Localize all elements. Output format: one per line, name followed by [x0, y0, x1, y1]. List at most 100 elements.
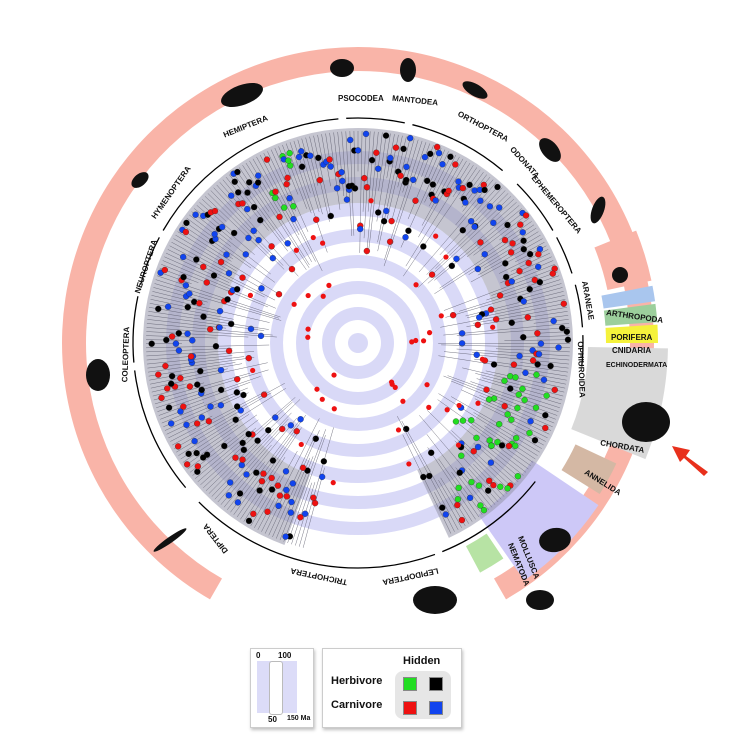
branch — [443, 267, 557, 311]
branch — [434, 227, 537, 294]
tip-node — [354, 147, 362, 154]
tip-node — [485, 487, 492, 494]
branch — [197, 397, 296, 482]
tip-node — [239, 439, 246, 447]
branch — [478, 299, 566, 318]
tip-node — [522, 212, 530, 219]
tip-node — [533, 371, 540, 378]
branch — [462, 367, 565, 393]
internal-node — [438, 313, 444, 319]
branch — [473, 412, 540, 453]
tip-node — [442, 511, 449, 518]
tip-node — [477, 197, 484, 204]
tip-node — [282, 533, 289, 540]
branch — [203, 446, 248, 489]
tip-node — [526, 429, 533, 437]
diet-legend: Hidden Herbivore Carnivore — [322, 648, 462, 728]
branch — [367, 131, 375, 212]
tip-node — [194, 420, 201, 427]
time-scale-legend: 0 100 50 150 Ma — [250, 648, 314, 728]
tip-node — [221, 442, 228, 450]
branch — [223, 417, 297, 508]
branch — [259, 154, 316, 262]
tip-node — [507, 249, 515, 256]
tip-node — [519, 229, 526, 236]
tip-node — [510, 361, 518, 368]
tip-node — [494, 183, 501, 191]
tip-node — [245, 355, 252, 362]
branch — [362, 131, 367, 212]
tip-node — [520, 334, 527, 341]
tip-node — [255, 236, 262, 244]
branch — [270, 149, 309, 232]
branch — [473, 443, 519, 482]
tip-node — [459, 227, 466, 234]
branch — [391, 138, 415, 222]
branch — [214, 418, 289, 500]
tip-node — [459, 330, 466, 337]
tip-node — [287, 509, 294, 516]
branch — [287, 435, 326, 544]
branch — [185, 414, 258, 466]
tip-node — [162, 362, 169, 370]
tip-node — [405, 227, 412, 234]
tip-node — [432, 197, 439, 204]
tip-node — [175, 347, 183, 354]
tip-node — [397, 172, 404, 179]
order-label-psocodea: PSOCODEA — [338, 94, 384, 103]
branch — [378, 132, 387, 191]
tip-node — [466, 494, 474, 502]
herbivore-label: Herbivore — [331, 675, 383, 687]
branch — [184, 221, 252, 269]
branch — [472, 307, 568, 324]
tip-node — [497, 483, 504, 490]
internal-node — [424, 382, 430, 388]
tip-node — [327, 163, 334, 170]
porifera-band — [601, 285, 656, 309]
tip-node — [275, 291, 283, 298]
carnivore-label: Carnivore — [331, 699, 383, 711]
time-tick-100: 100 — [278, 651, 292, 660]
branch — [455, 179, 494, 226]
branch — [441, 344, 570, 349]
internal-node — [331, 406, 337, 412]
tip-node — [549, 270, 556, 277]
branch — [161, 387, 248, 424]
branch — [174, 392, 272, 449]
internal-node — [305, 334, 311, 340]
tip-node — [247, 325, 255, 333]
internal-node — [406, 461, 412, 467]
tip-node — [429, 181, 437, 188]
tip-node — [475, 482, 483, 489]
clade-bracket — [140, 237, 160, 285]
tip-node — [256, 487, 263, 494]
tip-node — [517, 221, 524, 228]
branch — [514, 429, 544, 446]
branch — [154, 283, 282, 321]
tip-node — [286, 195, 293, 202]
tip-node — [207, 403, 214, 410]
branch — [213, 187, 257, 235]
tip-node — [297, 416, 304, 423]
tip-node — [407, 135, 414, 142]
branch — [302, 467, 325, 548]
tip-node — [496, 292, 504, 299]
tip-node — [435, 149, 443, 157]
tip-node — [526, 286, 533, 293]
branch — [418, 158, 464, 238]
branch — [268, 437, 315, 536]
tip-node — [503, 273, 510, 281]
phylum-label-porifera: PORIFERA — [611, 333, 653, 342]
tip-node — [492, 316, 500, 323]
tip-node — [563, 328, 571, 335]
internal-node — [326, 282, 332, 288]
branch — [445, 283, 562, 318]
branch — [299, 427, 334, 547]
tip-node — [535, 263, 542, 271]
branch — [146, 348, 233, 353]
branch — [146, 327, 277, 338]
organism-silhouette-icon — [86, 359, 110, 391]
tip-node — [487, 306, 495, 313]
branch — [169, 245, 276, 301]
tip-node — [488, 442, 495, 449]
